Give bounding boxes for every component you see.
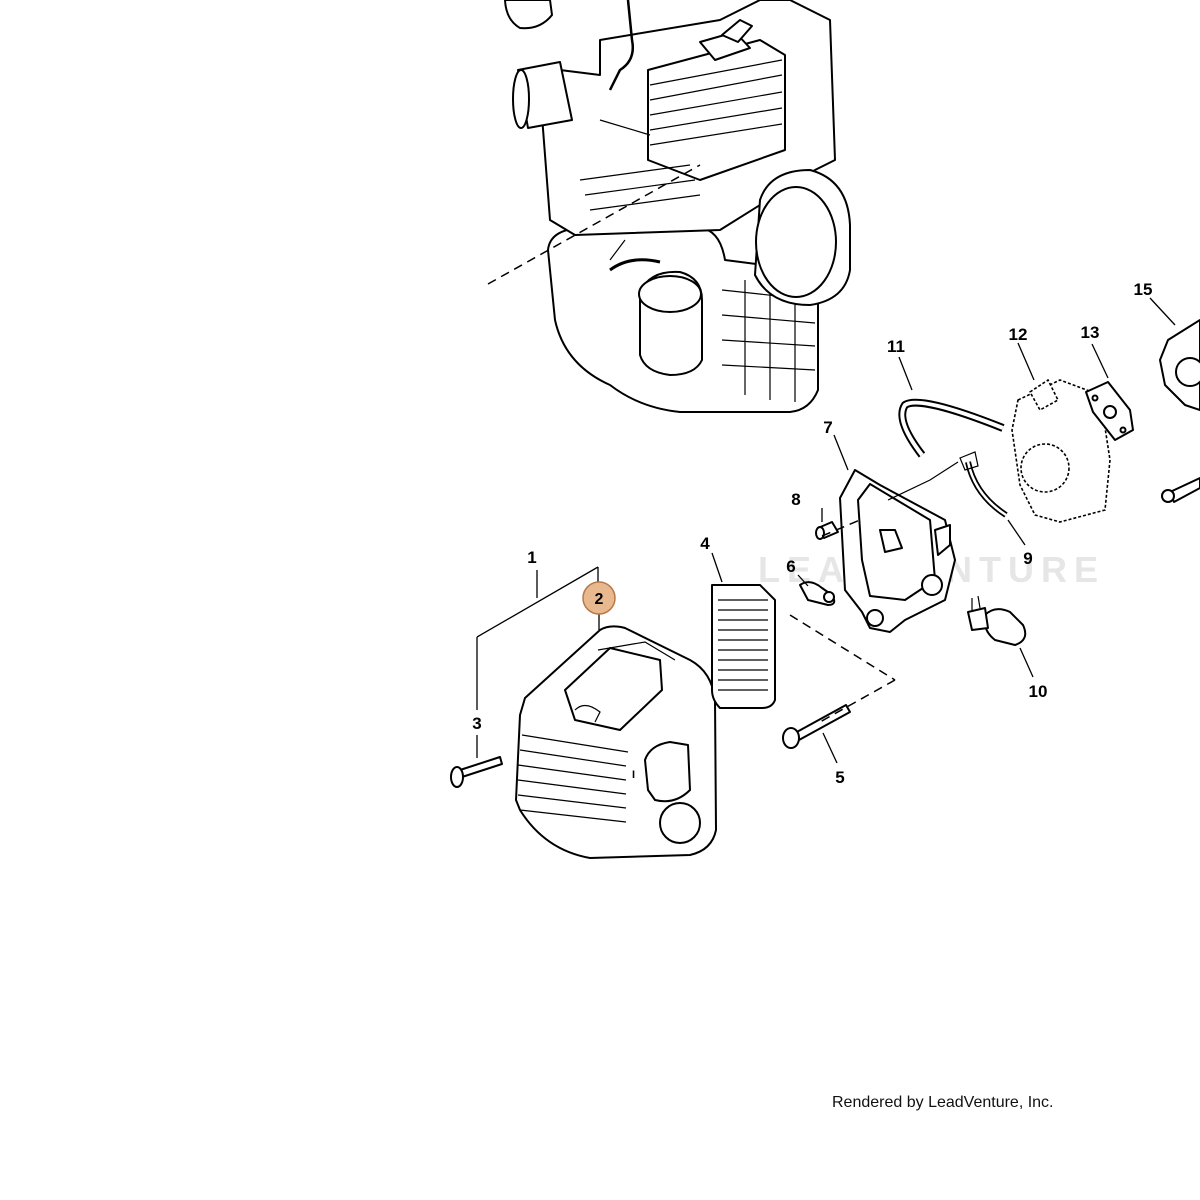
callout-15[interactable]: 15 [1134,280,1153,299]
callout-2-badge[interactable] [582,581,616,615]
pin [815,521,839,540]
engine-assembly [487,0,851,413]
callout-13[interactable]: 13 [1081,323,1100,342]
svg-text:I: I [632,769,635,781]
callout-2[interactable]: 2 [595,591,604,608]
rendered-by-credit: Rendered by LeadVenture, Inc. [832,1094,1054,1111]
leader-lines [476,297,1176,764]
air-filter-cover: I [515,625,717,859]
callout-10[interactable]: 10 [1029,682,1048,701]
flange-screw [1161,477,1200,503]
air-filter-base-plate [839,469,956,633]
air-filter-element [711,584,776,709]
intake-flange [1159,319,1200,411]
callout-2-highlight[interactable]: 2 [582,581,616,615]
callout-5[interactable]: 5 [835,768,844,787]
fuel-hose-loop [898,398,1005,458]
carburetor-ghost [1011,378,1111,523]
callout-1[interactable]: 1 [527,548,536,567]
callout-3[interactable]: 3 [472,714,481,733]
callout-7[interactable]: 7 [823,418,832,437]
callout-11[interactable]: 11 [887,337,905,356]
fuel-hose-short [887,451,1008,518]
callout-9[interactable]: 9 [1023,549,1032,568]
callout-8[interactable]: 8 [791,490,800,509]
callout-6[interactable]: 6 [786,557,795,576]
callout-12[interactable]: 12 [1009,325,1028,344]
spring-clip [799,581,836,606]
primer-bulb [967,595,1027,646]
screw-long [450,756,503,788]
callout-labels: 1 2 3 4 5 6 7 8 9 10 11 12 13 15 [472,280,1152,787]
callout-4[interactable]: 4 [700,534,710,553]
gasket [1085,381,1134,441]
